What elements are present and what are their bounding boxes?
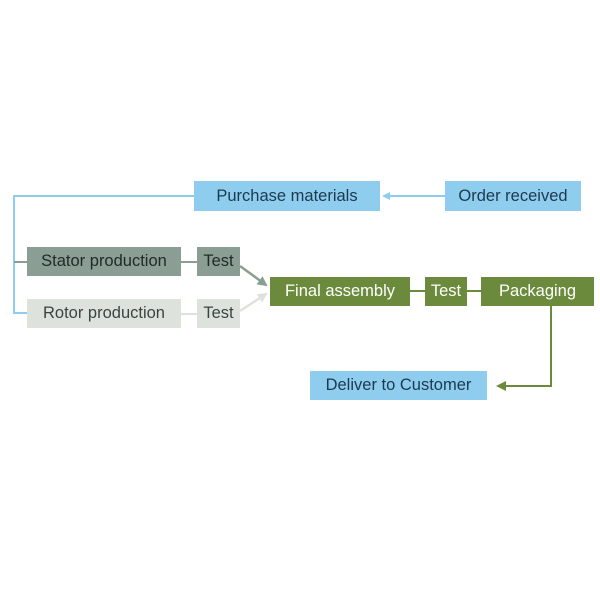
node-rotor-production: Rotor production xyxy=(27,299,181,328)
node-rotor-test: Test xyxy=(197,299,240,328)
node-order-received: Order received xyxy=(445,181,581,211)
connector-purchase-bracket xyxy=(13,195,194,314)
node-packaging: Packaging xyxy=(481,277,594,306)
connector-packaging-to-deliver xyxy=(496,305,552,391)
connector-stator-test-to-assembly xyxy=(239,264,268,287)
node-purchase-materials: Purchase materials xyxy=(194,181,380,211)
node-stator-production: Stator production xyxy=(27,247,181,276)
node-final-test: Test xyxy=(425,277,467,306)
node-stator-test: Test xyxy=(197,247,240,276)
connector-rotor-test-to-assembly xyxy=(239,292,268,313)
node-final-assembly: Final assembly xyxy=(270,277,410,306)
node-deliver-to-customer: Deliver to Customer xyxy=(310,371,487,400)
